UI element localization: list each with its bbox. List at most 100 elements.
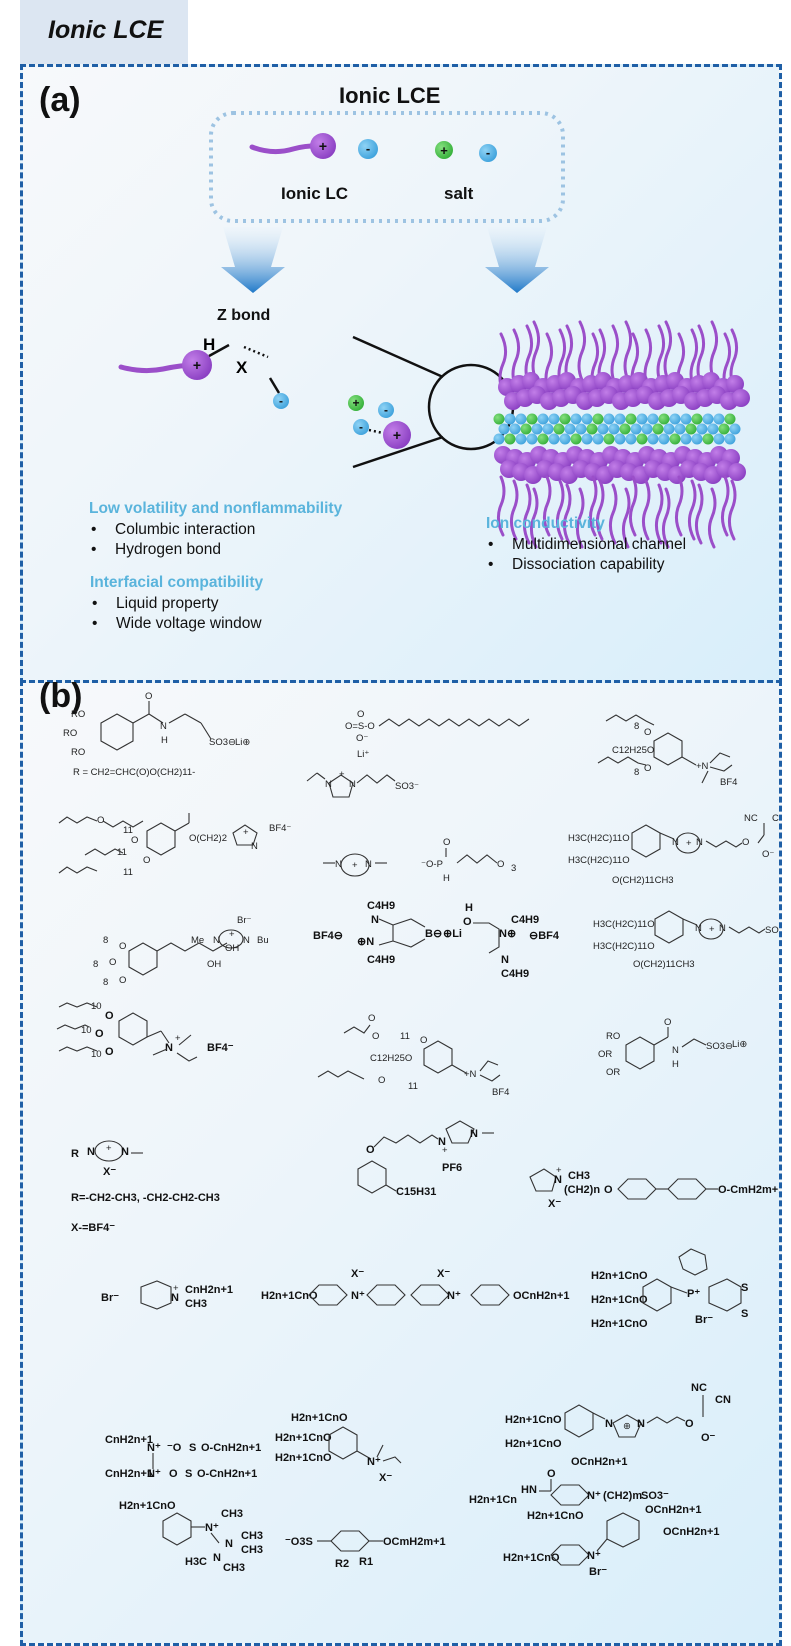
- z-bond-anion-icon: [273, 393, 289, 409]
- lc-salt-cation: [691, 413, 703, 425]
- svg-text:C12H25O: C12H25O: [370, 1053, 412, 1064]
- svg-text:Br⁻: Br⁻: [101, 1292, 119, 1304]
- svg-text:C4H9: C4H9: [501, 968, 529, 980]
- salt-anion-icon: [479, 144, 497, 162]
- svg-text:CnH2n+1: CnH2n+1: [185, 1284, 233, 1296]
- svg-text:Li⁺: Li⁺: [357, 749, 369, 760]
- svg-text:O: O: [604, 1184, 613, 1196]
- svg-text:+: +: [339, 769, 345, 780]
- svg-text:N: N: [672, 1045, 679, 1056]
- svg-text:C4H9: C4H9: [511, 914, 539, 926]
- svg-text:O=S-O: O=S-O: [345, 721, 375, 732]
- lc-salt-cation: [619, 423, 631, 435]
- svg-text:RO: RO: [71, 747, 85, 758]
- zoom-line-bottom: [352, 435, 444, 469]
- svg-text:N: N: [696, 837, 703, 848]
- z-bond-h-atom: H: [203, 335, 216, 354]
- lc-anion: [515, 413, 527, 425]
- lc-tail-lower: [628, 475, 638, 537]
- structure-s9: Br⁻ Me N N Bu + O O O 8 8 8 OH OH: [93, 915, 269, 988]
- svg-text:CH3: CH3: [241, 1530, 263, 1542]
- svg-text:O: O: [685, 1418, 694, 1430]
- svg-text:+: +: [352, 396, 359, 410]
- property-item: Wide voltage window: [90, 614, 263, 634]
- panel-a-illustration: + - + - + - + - - +: [118, 111, 750, 549]
- lc-salt-cation: [570, 433, 582, 445]
- lc-salt-cation: [636, 433, 648, 445]
- svg-text:H3C(H2C)11O: H3C(H2C)11O: [568, 855, 630, 866]
- svg-text:H2n+1CnO: H2n+1CnO: [505, 1438, 562, 1450]
- svg-text:Br⁻: Br⁻: [237, 915, 252, 926]
- lc-salt-cation: [658, 413, 670, 425]
- structure-s18: Br⁻ N + CnH2n+1 CH3: [101, 1280, 233, 1310]
- lc-tail-lower: [727, 479, 737, 541]
- structure-s19: H2n+1CnO X⁻ N⁺ X⁻ N⁺ OCnH2n+1: [261, 1268, 570, 1306]
- svg-text:+: +: [193, 357, 201, 373]
- structure-s3: O C12H25O O 8 8 +N BF4: [597, 714, 737, 788]
- lc-anion: [696, 423, 708, 435]
- svg-text:H: H: [443, 873, 450, 884]
- svg-text:H: H: [161, 735, 168, 746]
- svg-text:8: 8: [103, 935, 108, 946]
- svg-text:OCnH2n+1: OCnH2n+1: [645, 1504, 702, 1516]
- structure-s16: O N + N PF6 C15H31: [357, 1120, 494, 1198]
- svg-text:N: N: [251, 841, 258, 852]
- property-block-ion-conductivity: Ion conductivity Multidimensional channe…: [486, 515, 686, 575]
- lc-anion: [674, 423, 686, 435]
- svg-text:CnH2n+1: CnH2n+1: [105, 1434, 153, 1446]
- svg-text:R: R: [71, 1148, 79, 1160]
- lc-tail-lower: [562, 483, 572, 545]
- ionic-lc-cation-icon: [310, 133, 336, 159]
- structure-s13: O O 11 C12H25O O 11 O +N BF4: [317, 1013, 509, 1098]
- svg-text:O: O: [547, 1468, 556, 1480]
- svg-text:N⁺: N⁺: [367, 1456, 381, 1468]
- lc-anion: [614, 433, 626, 445]
- lc-salt-cation: [718, 423, 730, 435]
- property-heading: Interfacial compatibility: [90, 574, 264, 591]
- property-item: Hydrogen bond: [89, 540, 342, 560]
- svg-text:-: -: [384, 403, 388, 417]
- svg-text:N: N: [470, 1128, 478, 1140]
- lc-anion: [548, 413, 560, 425]
- svg-text:CH3: CH3: [568, 1170, 590, 1182]
- structure-s25: ⁻O3S OCmH2m+1 R2 R1: [285, 1530, 446, 1570]
- svg-text:OCnH2n+1: OCnH2n+1: [513, 1290, 570, 1302]
- svg-text:O(CH2)11CH3: O(CH2)11CH3: [612, 875, 674, 886]
- svg-text:NC: NC: [691, 1382, 707, 1394]
- structure-s5: O O O 11 11 11 O(CH2)2 + N BF4⁻: [58, 813, 291, 878]
- lc-salt-cation: [592, 413, 604, 425]
- svg-text:R=-CH2-CH3, -CH2-CH2-CH3: R=-CH2-CH3, -CH2-CH2-CH3: [71, 1192, 220, 1204]
- svg-text:BF4⊖: BF4⊖: [313, 930, 343, 942]
- lc-anion: [630, 423, 642, 435]
- svg-text:O: O: [366, 1144, 375, 1156]
- svg-text:⁻O: ⁻O: [167, 1442, 182, 1454]
- structure-s27: H2n+1CnO OCnH2n+1 OCnH2n+1 H2n+1CnO N⁺ B…: [503, 1504, 720, 1578]
- structure-s12: 10 10 10 O O O N + BF4⁻: [56, 1001, 234, 1062]
- svg-text:SO3⁻: SO3⁻: [641, 1490, 669, 1502]
- salt-cation-icon: [435, 141, 453, 159]
- svg-text:-: -: [366, 141, 370, 156]
- svg-text:N: N: [171, 1292, 179, 1304]
- z-bond-label: Z bond: [217, 307, 271, 324]
- svg-text:N: N: [637, 1418, 645, 1430]
- structure-s11: H3C(H2C)11O H3C(H2C)11O O(CH2)11CH3 N + …: [593, 910, 779, 970]
- lc-anion: [608, 423, 620, 435]
- lc-anion: [647, 433, 659, 445]
- lc-anion: [669, 413, 681, 425]
- lc-anion: [702, 413, 714, 425]
- paired-cation-icon: [383, 421, 411, 449]
- lc-tail-upper: [623, 320, 633, 382]
- svg-text:8: 8: [93, 959, 98, 970]
- lc-anion: [537, 413, 549, 425]
- svg-text:SO3⊖: SO3⊖: [706, 1041, 733, 1052]
- lc-anion: [724, 433, 736, 445]
- svg-text:N: N: [719, 923, 726, 934]
- svg-text:N: N: [160, 721, 167, 732]
- lc-tail-lower: [687, 479, 697, 541]
- svg-text:O: O: [105, 1010, 114, 1022]
- svg-text:3: 3: [511, 863, 516, 874]
- svg-text:O: O: [463, 916, 472, 928]
- svg-text:10: 10: [91, 1049, 102, 1060]
- svg-text:O: O: [368, 1013, 375, 1024]
- lc-anion: [603, 413, 615, 425]
